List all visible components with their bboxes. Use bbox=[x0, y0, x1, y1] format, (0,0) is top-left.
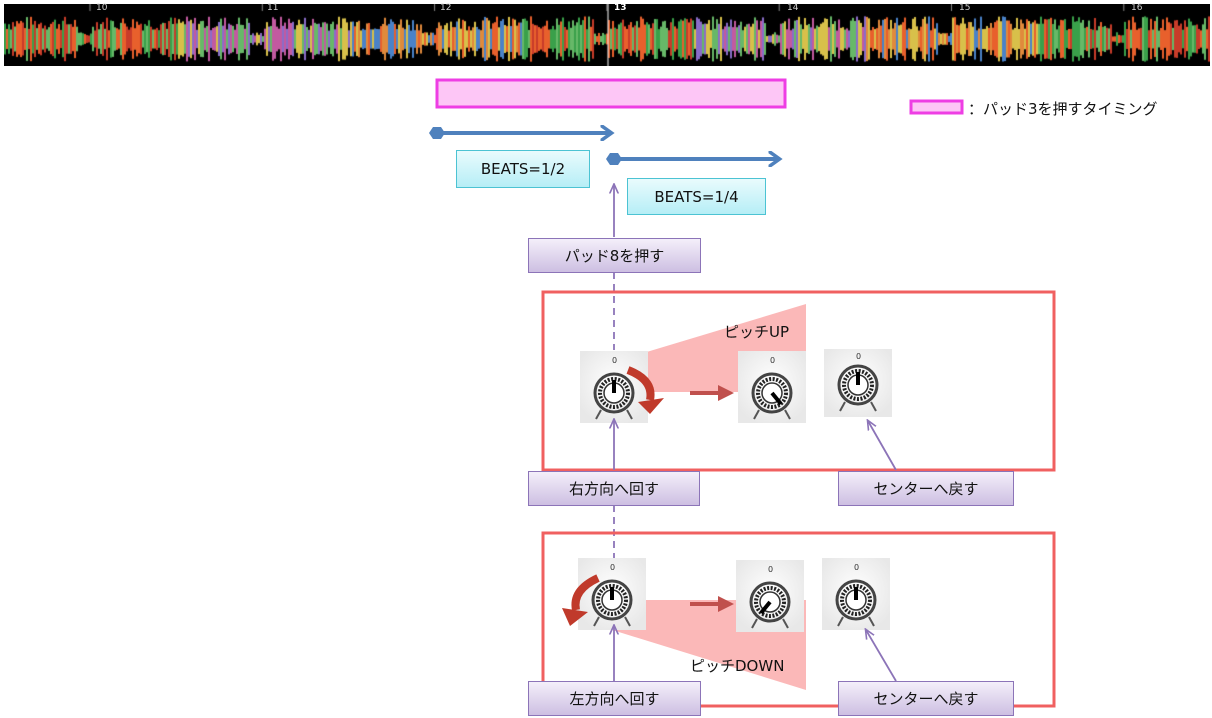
rotate-right-arrow bbox=[626, 366, 664, 414]
rotate-left-box: 左方向へ回す bbox=[528, 681, 701, 716]
bar-number: 12 bbox=[440, 3, 452, 13]
knob-pitch-down-turned: 0 bbox=[736, 560, 804, 632]
pad8-label-box: パッド8を押す bbox=[528, 238, 701, 273]
bar-number: 10 bbox=[96, 3, 108, 13]
svg-text:0: 0 bbox=[854, 563, 859, 572]
bar-number: 16 bbox=[1131, 3, 1143, 13]
bar-number: 11 bbox=[267, 3, 279, 13]
down-transition-arrow bbox=[690, 596, 734, 612]
svg-text:0: 0 bbox=[768, 565, 773, 574]
rotate-right-box: 右方向へ回す bbox=[528, 471, 700, 506]
bar-number: 15 bbox=[959, 3, 971, 13]
beats-quarter-arrow bbox=[606, 153, 778, 165]
pitch-down-label: ピッチDOWN bbox=[690, 657, 785, 675]
svg-text:0: 0 bbox=[610, 563, 615, 572]
knob-pitch-up-turned: 0 bbox=[738, 351, 806, 423]
svg-text:0: 0 bbox=[770, 356, 775, 365]
pitch-up-frame bbox=[541, 290, 1056, 472]
beats-half-arrow bbox=[429, 127, 610, 139]
knob-pitch-down-center: 0 bbox=[822, 558, 890, 630]
bar-number: 13 bbox=[614, 3, 627, 13]
return-center-up-box: センターへ戻す bbox=[838, 471, 1014, 506]
legend-label: ：パッド3を押すタイミング bbox=[968, 100, 1158, 118]
pitch-up-label: ピッチUP bbox=[724, 323, 790, 341]
knob-pitch-up-center: 0 bbox=[824, 349, 892, 417]
beats-half-box: BEATS=1/2 bbox=[456, 150, 590, 188]
return-down-pointer bbox=[866, 630, 897, 682]
svg-text:0: 0 bbox=[612, 356, 617, 365]
waveform-strip bbox=[4, 4, 1210, 66]
up-transition-arrow bbox=[690, 385, 734, 401]
rotate-left-arrow bbox=[562, 574, 600, 626]
bar-number: 14 bbox=[787, 3, 799, 13]
return-center-down-box: センターへ戻す bbox=[838, 681, 1014, 716]
knob-pitch-up-start: 0 bbox=[580, 351, 648, 423]
pad3-timing-bar bbox=[435, 78, 787, 109]
return-up-pointer bbox=[868, 421, 897, 471]
beats-quarter-box: BEATS=1/4 bbox=[627, 178, 766, 215]
pitch-down-frame bbox=[541, 531, 1056, 708]
legend-swatch bbox=[909, 99, 964, 115]
knob-pitch-down-start: 0 bbox=[578, 558, 646, 630]
svg-text:0: 0 bbox=[856, 352, 861, 361]
